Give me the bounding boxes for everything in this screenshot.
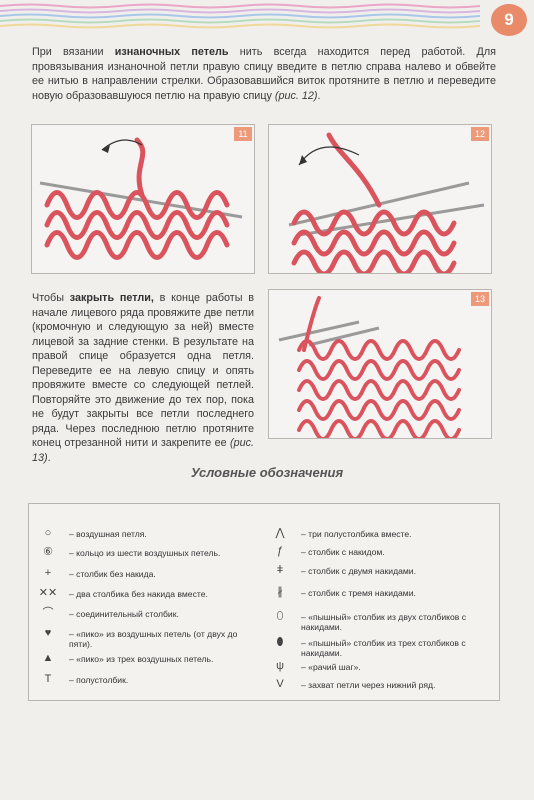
legend-item: ⌒– соединительный столбик.: [37, 608, 267, 626]
header-stripes: [0, 3, 481, 29]
figure-13: 13: [268, 289, 492, 439]
legend-item: ✕✕– два столбика без накида вместе.: [38, 587, 208, 600]
legend-item: ○– воздушная петля.: [37, 528, 267, 546]
double-treble-crochet-icon: ∦: [277, 586, 283, 598]
treble-crochet-icon: ǂ: [276, 564, 284, 576]
double-crochet-icon: ƒ: [276, 545, 284, 557]
legend-box: ○– воздушная петля. ⑥– кольцо из шести в…: [28, 503, 500, 701]
figure-11: 11: [31, 124, 255, 274]
knitting-illustration-11: [39, 137, 243, 260]
figure-12: 12: [268, 124, 492, 274]
page-number: 9: [491, 4, 527, 36]
legend-item: ▲– «пико» из трех воздушных петель.: [37, 653, 267, 671]
legend-title: Условные обозначения: [190, 465, 344, 480]
legend-item: ƒ– столбик с накидом.: [269, 546, 495, 564]
legend-item: ∦– столбик с тремя накидами.: [269, 587, 495, 605]
legend-item: ǂ– столбик с двумя накидами.: [269, 565, 495, 583]
chain-stitch-icon: ○: [44, 527, 52, 539]
picot-three-chain-icon: ▲: [42, 652, 54, 664]
three-half-double-together-icon: ⋀: [275, 527, 285, 539]
slip-stitch-icon: ⌒: [42, 607, 54, 619]
half-double-crochet-icon: T: [44, 673, 52, 685]
figure-number: 13: [471, 292, 489, 306]
puff-stitch-three-icon: ⬮: [276, 636, 284, 648]
legend-item: ⑥– кольцо из шести воздушных петель.: [37, 547, 267, 565]
legend-item: ψ– «рачий шаг».: [269, 661, 495, 679]
knitting-illustration-12: [288, 132, 485, 273]
spike-stitch-icon: V: [276, 678, 284, 690]
legend-item: ⋀– три полустолбика вместе.: [269, 528, 495, 546]
intro-paragraph: При вязании изнаночных петель нить всегд…: [32, 46, 496, 102]
ring-six-chain-icon: ⑥: [43, 546, 53, 558]
legend-item: ♥– «пико» из воздушных петель (от двух д…: [37, 627, 267, 650]
legend-item: +– столбик без накида.: [37, 568, 267, 586]
legend-item: ⬮– «пышный» столбик из трех столбиков с …: [269, 636, 495, 659]
picot-chain-icon: ♥: [44, 627, 52, 639]
legend-item: ⬯– «пышный» столбик из двух столбиков с …: [269, 610, 495, 633]
knitting-illustration-13: [278, 296, 461, 438]
figure-number: 11: [234, 127, 252, 141]
legend-item: T– полустолбик.: [37, 674, 267, 692]
two-single-crochet-together-icon: ✕✕: [38, 587, 58, 599]
single-crochet-icon: +: [44, 567, 52, 579]
crab-stitch-icon: ψ: [276, 660, 284, 672]
closing-paragraph: Чтобы закрыть петли, в конце работы в на…: [32, 292, 254, 464]
legend-item: V– захват петли через нижний ряд.: [269, 679, 495, 697]
puff-stitch-two-icon: ⬯: [276, 610, 284, 622]
figure-number: 12: [471, 127, 489, 141]
